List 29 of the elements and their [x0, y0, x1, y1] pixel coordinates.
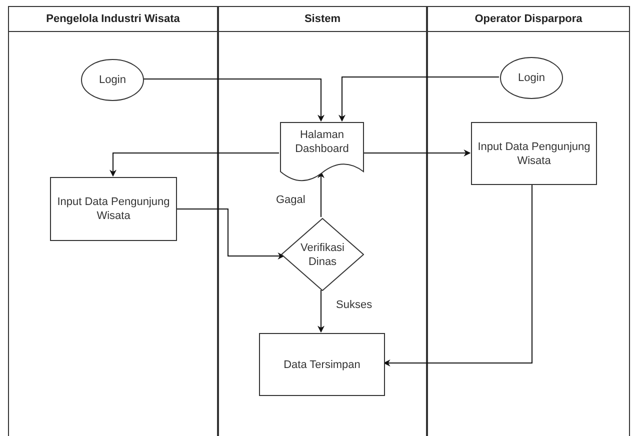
decision-diamond [281, 218, 364, 291]
arrow [362, 150, 471, 156]
arrow [110, 152, 280, 177]
process-box [259, 333, 385, 396]
arrow [142, 78, 324, 122]
arrow [318, 290, 324, 333]
process-box [471, 122, 597, 185]
process-box [50, 177, 177, 241]
swimlane [8, 6, 218, 436]
node-label: Input Data Pengunjung Wisata [56, 195, 171, 223]
edge-label: Gagal [274, 192, 308, 208]
lane-heading: Sistem [304, 12, 341, 27]
node-label: Login [517, 71, 546, 85]
arrow [176, 208, 285, 260]
swimlane [427, 6, 630, 436]
lane-heading: Operator Disparpora [474, 12, 582, 27]
start-ellipse [500, 57, 563, 99]
lane-heading: Pengelola Industri Wisata [46, 12, 180, 27]
node-label: Login [98, 73, 127, 87]
swimlane [218, 6, 427, 436]
start-ellipse [81, 59, 144, 101]
node-label: Data Tersimpan [282, 358, 362, 372]
document-shape [280, 122, 364, 184]
node-label: Input Data Pengunjung Wisata [476, 140, 592, 168]
node-label: Halaman Dashboard [294, 128, 350, 156]
arrow [318, 171, 324, 218]
arrow [338, 76, 500, 122]
node-label: Verifikasi Dinas [299, 240, 346, 268]
arrow [383, 184, 532, 366]
